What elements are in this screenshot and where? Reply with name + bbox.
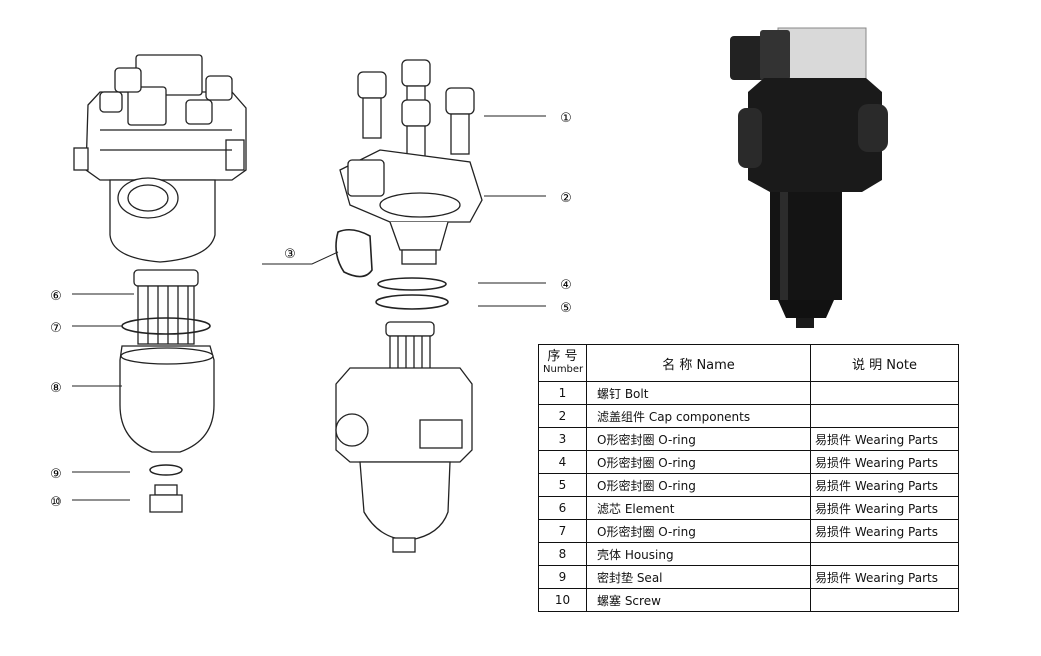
callout-9: ⑨ (50, 467, 62, 482)
cell-num: 3 (538, 427, 587, 451)
cell-num: 6 (538, 496, 587, 520)
cell-name: O形密封圈 O-ring (586, 519, 811, 543)
filter-housing-middle (335, 321, 473, 553)
cell-note: 易损件 Wearing Parts (810, 473, 959, 497)
callout-8: ⑧ (50, 381, 62, 396)
callout-6: ⑥ (50, 289, 62, 304)
cap-components-2 (339, 149, 483, 265)
header-name: 名 称 Name (586, 344, 811, 382)
cell-num: 8 (538, 542, 587, 566)
cell-name: 螺钉 Bolt (586, 381, 811, 405)
screw-10 (149, 484, 183, 513)
cell-note (810, 404, 959, 428)
assembled-filter-head (73, 54, 247, 263)
callout-5: ⑤ (560, 301, 572, 316)
cell-num: 7 (538, 519, 587, 543)
oring-4 (377, 277, 447, 291)
cell-note (810, 542, 959, 566)
cell-num: 9 (538, 565, 587, 589)
callout-1: ① (560, 111, 572, 126)
callout-10: ⑩ (50, 495, 62, 510)
callout-3: ③ (284, 247, 296, 262)
callout-2: ② (560, 191, 572, 206)
callout-numbers: ① ② ③ ④ ⑤ ⑥ ⑦ ⑧ ⑨ ⑩ (50, 111, 572, 510)
cell-name: 密封垫 Seal (586, 565, 811, 589)
callout-4: ④ (560, 278, 572, 293)
cell-note (810, 588, 959, 612)
product-photo (730, 27, 888, 328)
table-header-row: 序 号 Number 名 称 Name 说 明 Note (538, 344, 959, 382)
filter-housing-left (119, 345, 215, 453)
cell-num: 2 (538, 404, 587, 428)
oring-3 (335, 228, 373, 278)
header-note: 说 明 Note (810, 344, 959, 382)
cell-name: O形密封圈 O-ring (586, 450, 811, 474)
seal-9 (149, 464, 183, 476)
header-number: 序 号 Number (538, 344, 587, 382)
oring-5 (375, 294, 449, 310)
cell-note: 易损件 Wearing Parts (810, 450, 959, 474)
cell-num: 1 (538, 381, 587, 405)
cell-num: 4 (538, 450, 587, 474)
cell-num: 10 (538, 588, 587, 612)
cell-note: 易损件 Wearing Parts (810, 519, 959, 543)
cell-note (810, 381, 959, 405)
cell-name: 滤芯 Element (586, 496, 811, 520)
cell-name: O形密封圈 O-ring (586, 427, 811, 451)
cell-name: 滤盖组件 Cap components (586, 404, 811, 428)
cell-name: O形密封圈 O-ring (586, 473, 811, 497)
cell-note: 易损件 Wearing Parts (810, 427, 959, 451)
callout-7: ⑦ (50, 321, 62, 336)
cell-num: 5 (538, 473, 587, 497)
cell-name: 壳体 Housing (586, 542, 811, 566)
cell-name: 螺塞 Screw (586, 588, 811, 612)
cell-note: 易损件 Wearing Parts (810, 496, 959, 520)
leader-lines (72, 115, 546, 501)
bolts-1 (357, 59, 475, 169)
cell-note: 易损件 Wearing Parts (810, 565, 959, 589)
